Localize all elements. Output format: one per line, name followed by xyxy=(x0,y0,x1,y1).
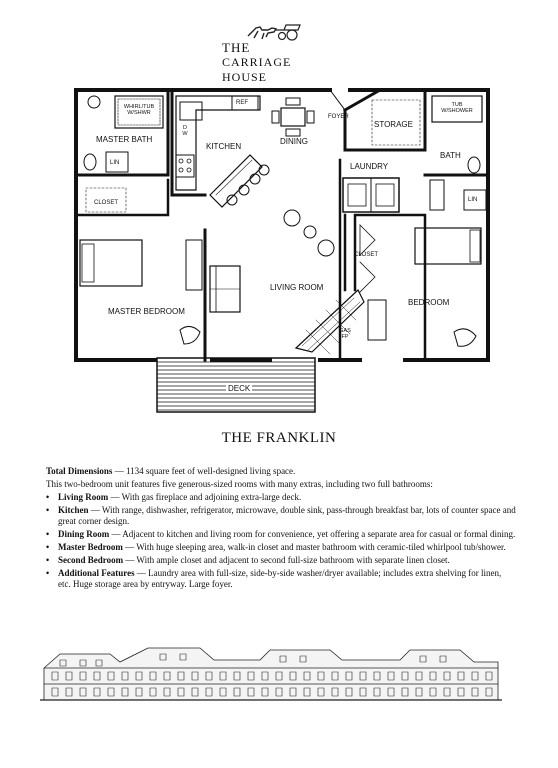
label-kitchen: KITCHEN xyxy=(206,142,242,151)
label-storage: STORAGE xyxy=(374,120,413,129)
toilet-icon xyxy=(83,153,97,171)
dining-table-icon xyxy=(280,107,306,127)
bed-icon xyxy=(79,239,143,287)
unit-description: Total Dimensions — 1134 square feet of w… xyxy=(46,466,516,592)
kitchen-wall xyxy=(170,88,207,197)
feature-master-bedroom: Master Bedroom — With huge sleeping area… xyxy=(46,542,516,553)
storage-wall xyxy=(342,87,427,152)
logo-line-2: CARRIAGE HOUSE xyxy=(222,55,292,84)
carriage-house-logo: THE CARRIAGE HOUSE xyxy=(214,22,334,84)
master-bath-wall xyxy=(74,88,170,177)
deck xyxy=(156,357,316,413)
gas-fireplace xyxy=(294,289,365,353)
feature-second-bedroom: Second Bedroom — With ample closet and a… xyxy=(46,555,516,566)
bed-icon-2 xyxy=(414,227,482,265)
label-master-bath: MASTER BATH xyxy=(96,135,153,144)
label-dining: DINING xyxy=(280,137,308,146)
breakfast-bar xyxy=(209,154,263,208)
sink-icon xyxy=(87,95,101,109)
label-bedroom: BEDROOM xyxy=(408,298,450,307)
label-foyer: FOYER xyxy=(328,114,349,120)
toilet-icon-2 xyxy=(467,156,481,174)
refrigerator-icon xyxy=(231,95,259,111)
feature-additional: Additional Features — Laundry area with … xyxy=(46,568,516,590)
page-title: THE FRANKLIN xyxy=(221,430,337,446)
whirlpool-tub-icon xyxy=(114,95,164,129)
label-living-room: LIVING ROOM xyxy=(270,283,324,292)
bathtub-icon xyxy=(431,95,483,123)
label-laundry: LAUNDRY xyxy=(350,162,389,171)
total-dimensions: Total Dimensions — 1134 square feet of w… xyxy=(46,466,296,476)
label-closet-left: CLOSET xyxy=(94,200,119,206)
label-closet-right: CLOSET xyxy=(354,252,379,258)
range-icon xyxy=(175,154,195,178)
feature-list: Living Room — With gas fireplace and adj… xyxy=(46,492,516,590)
horse-carriage-icon xyxy=(247,24,301,41)
label-deck: DECK xyxy=(226,384,253,393)
label-bath: BATH xyxy=(440,151,461,160)
feature-kitchen: Kitchen — With range, dishwasher, refrig… xyxy=(46,505,516,527)
logo-line-1: THE xyxy=(222,40,251,55)
feature-living-room: Living Room — With gas fireplace and adj… xyxy=(46,492,516,503)
label-ref: REF xyxy=(236,100,248,106)
floor-plan xyxy=(74,87,490,413)
label-lin-right: LIN xyxy=(468,197,478,203)
label-lin-left: LIN xyxy=(110,160,120,166)
intro-text: This two-bedroom unit features five gene… xyxy=(46,479,433,489)
feature-dining-room: Dining Room — Adjacent to kitchen and li… xyxy=(46,529,516,540)
double-sink-icon xyxy=(179,101,203,121)
label-master-bedroom: MASTER BEDROOM xyxy=(108,307,185,316)
